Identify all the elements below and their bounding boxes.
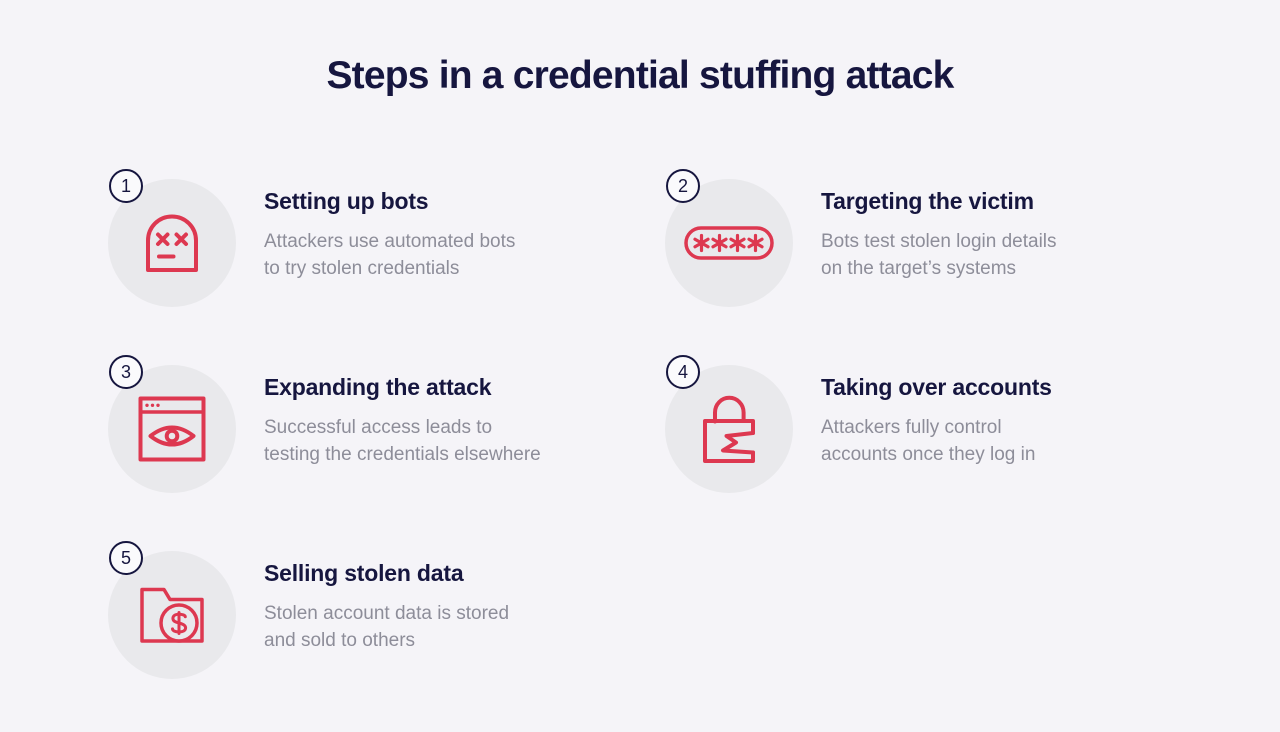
- step-3-number-badge: 3: [109, 355, 143, 389]
- step-item-5: 5 Selling stolen data Stolen account dat…: [108, 541, 665, 679]
- step-item-1: 1 Setting up bots Attackers use automate…: [108, 169, 665, 307]
- step-1-number-badge: 1: [109, 169, 143, 203]
- step-description: Attackers use automated bots to try stol…: [264, 231, 516, 279]
- step-4-icon-wrap: 4: [665, 355, 793, 493]
- step-5-icon-circle: [108, 551, 236, 679]
- page-title: Steps in a credential stuffing attack: [326, 54, 954, 97]
- step-2-icon-wrap: 2: [665, 169, 793, 307]
- step-4-number-badge: 4: [666, 355, 700, 389]
- step-2-number-badge: 2: [666, 169, 700, 203]
- step-4-text: Taking over accounts Attackers fully con…: [821, 355, 1052, 468]
- step-2-text: Targeting the victim Bots test stolen lo…: [821, 169, 1057, 282]
- infographic-page: Steps in a credential stuffing attack 1 …: [0, 52, 1280, 732]
- step-5-icon-wrap: 5: [108, 541, 236, 679]
- step-title: Selling stolen data: [264, 560, 464, 586]
- step-3-icon-wrap: 3: [108, 355, 236, 493]
- step-title: Setting up bots: [264, 188, 429, 214]
- step-1-text: Setting up bots Attackers use automated …: [264, 169, 515, 282]
- broken-padlock-icon: [703, 395, 755, 463]
- browser-eye-icon: [138, 396, 206, 462]
- step-item-4: 4 Taking over accounts Attackers fully c…: [665, 355, 1240, 493]
- step-item-3: 3 Expanding the attack Successful acces: [108, 355, 665, 493]
- step-5-number-badge: 5: [109, 541, 143, 575]
- steps-grid: 1 Setting up bots Attackers use automate…: [0, 169, 1280, 679]
- step-item-2: 2 Targeting the victim Bots test stolen …: [665, 169, 1240, 307]
- dead-bot-face-icon: [146, 214, 198, 272]
- folder-dollar-icon: [140, 587, 204, 643]
- step-5-text: Selling stolen data Stolen account data …: [264, 541, 509, 654]
- step-title: Expanding the attack: [264, 374, 492, 400]
- step-description: Stolen account data is stored and sold t…: [264, 603, 510, 651]
- step-description: Attackers fully control accounts once th…: [821, 417, 1036, 465]
- step-title: Targeting the victim: [821, 188, 1034, 214]
- step-title: Taking over accounts: [821, 374, 1052, 400]
- step-1-icon-wrap: 1: [108, 169, 236, 307]
- password-asterisks-icon: [684, 226, 774, 260]
- step-description: Bots test stolen login details on the ta…: [821, 231, 1057, 279]
- step-description: Successful access leads to testing the c…: [264, 417, 541, 465]
- step-3-text: Expanding the attack Successful access l…: [264, 355, 541, 468]
